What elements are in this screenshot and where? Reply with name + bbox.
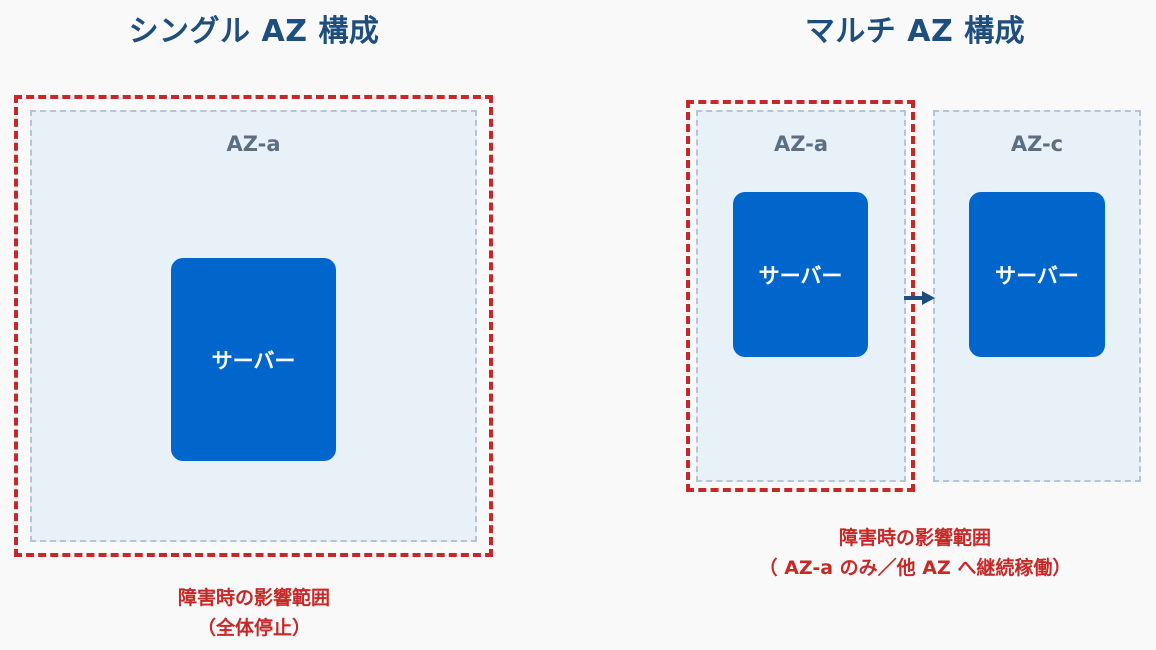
- failover-arrow-icon: [904, 291, 935, 305]
- multi-impact-caption-line2: （ AZ-a のみ／他 AZ へ継続稼働）: [758, 557, 1072, 579]
- multi-az-c-zone: AZ-c: [933, 110, 1141, 482]
- multi-az-c-label: AZ-c: [1010, 132, 1064, 156]
- single-impact-boundary: [14, 95, 493, 557]
- single-server-label: サーバー: [211, 348, 296, 373]
- multi-server-c-box: サーバー: [969, 192, 1105, 357]
- multi-server-a-label: サーバー: [758, 263, 843, 288]
- single-az-a-label: AZ-a: [226, 132, 281, 156]
- multi-server-c-label: サーバー: [995, 263, 1079, 288]
- multi-impact-caption: 障害時の影響範囲 （ AZ-a のみ／他 AZ へ継続稼働）: [690, 523, 1140, 583]
- multi-az-title: マルチ AZ 構成: [804, 14, 1026, 49]
- single-impact-caption-line2: （全体停止）: [196, 617, 311, 639]
- single-server-box: サーバー: [171, 258, 336, 461]
- multi-impact-caption-line1: 障害時の影響範囲: [838, 527, 991, 549]
- multi-impact-boundary: [686, 100, 915, 492]
- multi-az-a-label: AZ-a: [774, 132, 828, 156]
- single-impact-caption: 障害時の影響範囲 （全体停止）: [0, 583, 508, 643]
- single-impact-caption-line1: 障害時の影響範囲: [177, 587, 330, 609]
- multi-server-a-box: サーバー: [733, 192, 868, 357]
- single-az-title: シングル AZ 構成: [128, 14, 380, 49]
